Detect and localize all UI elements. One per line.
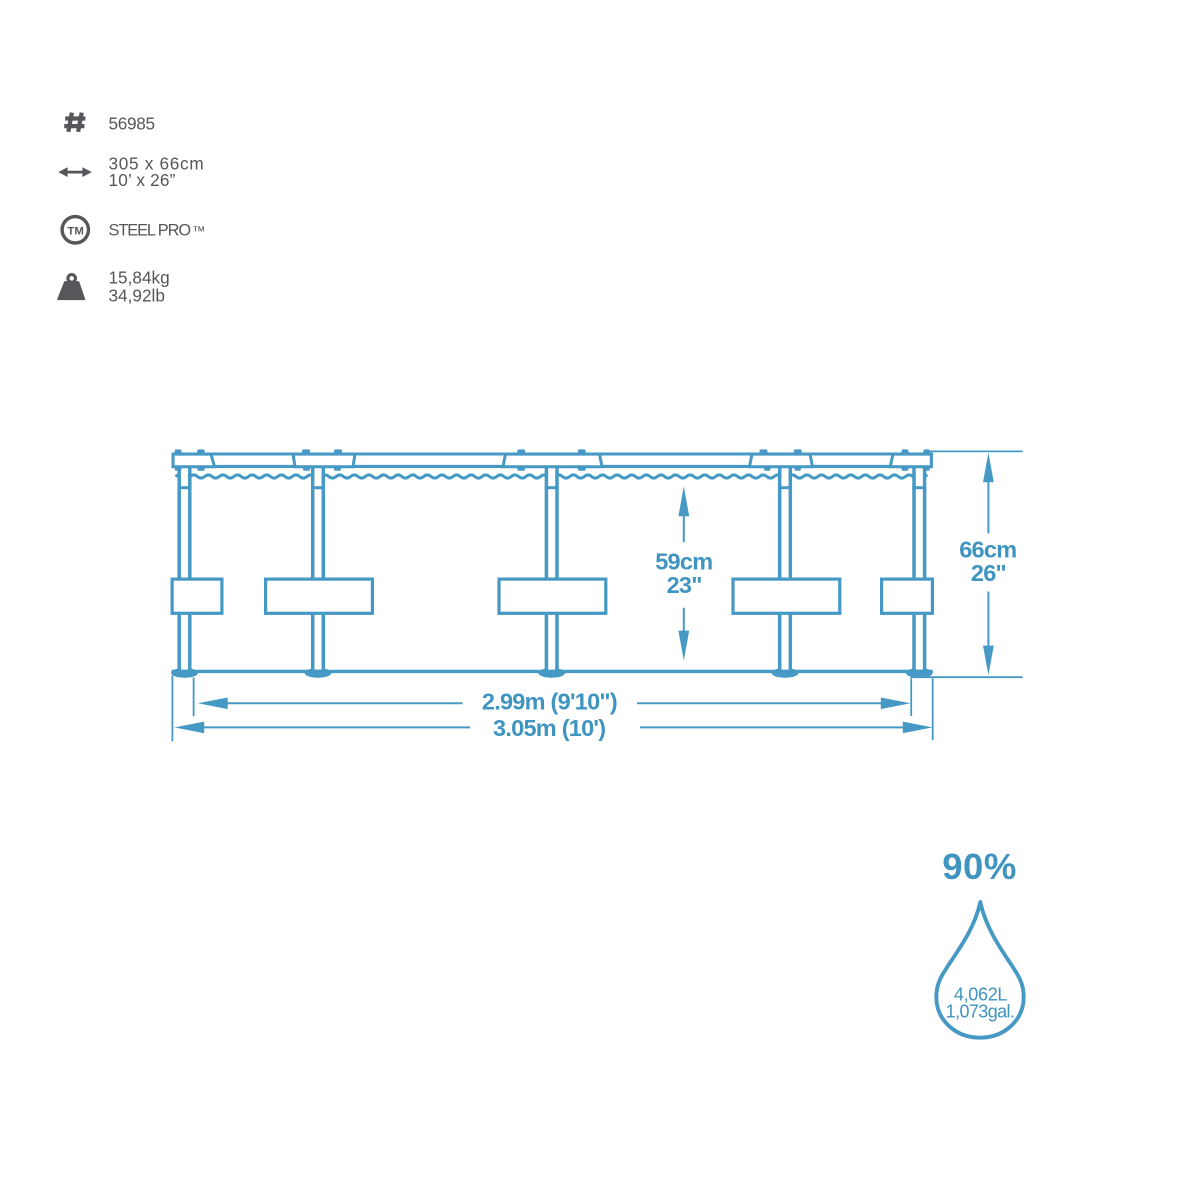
svg-text:59cm: 59cm	[655, 548, 712, 574]
svg-text:STEEL PRO: STEEL PRO	[109, 222, 191, 240]
svg-text:90%: 90%	[942, 846, 1017, 887]
svg-text:4,062L: 4,062L	[954, 984, 1008, 1004]
svg-text:56985: 56985	[109, 113, 155, 133]
svg-text:1,073gal.: 1,073gal.	[946, 1001, 1015, 1021]
svg-text:305 x 66cm: 305 x 66cm	[109, 153, 205, 173]
svg-text:23": 23"	[667, 572, 702, 598]
svg-text:15,84kg: 15,84kg	[109, 267, 170, 287]
svg-text:3.05m (10'): 3.05m (10')	[493, 715, 605, 741]
svg-text:10’ x 26”: 10’ x 26”	[109, 170, 176, 190]
svg-text:34,92lb: 34,92lb	[109, 285, 165, 305]
svg-text:2.99m (9'10"): 2.99m (9'10")	[482, 689, 617, 715]
svg-text:26": 26"	[971, 560, 1006, 586]
svg-text:™: ™	[192, 224, 206, 239]
svg-text:TM: TM	[67, 225, 83, 237]
svg-text:66cm: 66cm	[959, 536, 1016, 562]
